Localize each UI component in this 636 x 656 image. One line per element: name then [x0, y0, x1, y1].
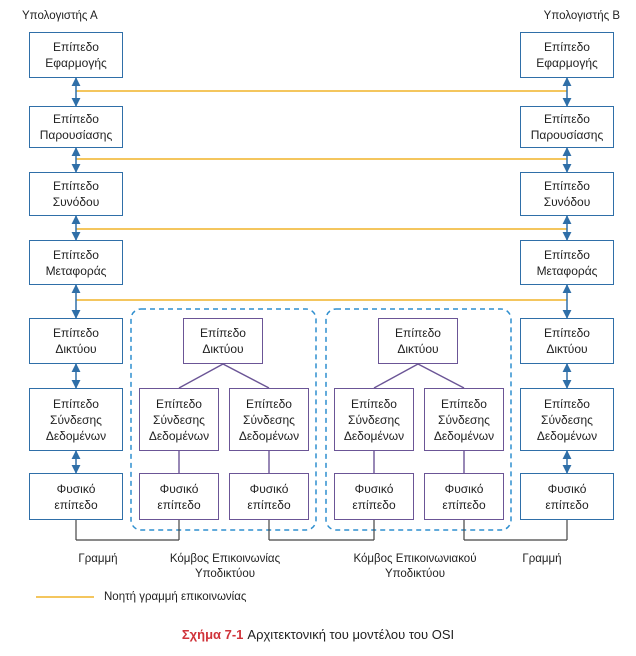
node1-physical-left: Φυσικό επίπεδο	[139, 473, 219, 520]
node-container-right	[325, 308, 512, 531]
host-a-network-layer: Επίπεδο Δικτύου	[29, 318, 123, 364]
host-a-application-layer: Επίπεδο Εφαρμογής	[29, 32, 123, 78]
node2-datalink-left: Επίπεδο Σύνδεσης Δεδομένων	[334, 388, 414, 451]
figure-number: Σχήμα 7-1	[181, 627, 244, 642]
node2-label: Κόμβος Επικοινωνιακού Υποδικτύου	[353, 553, 477, 580]
host-b-session-layer: Επίπεδο Συνόδου	[520, 172, 614, 216]
caption-text: Αρχιτεκτονική του μοντέλου του OSI	[247, 627, 455, 642]
host-b-presentation-layer: Επίπεδο Παρουσίασης	[520, 106, 614, 148]
node2-physical-left: Φυσικό επίπεδο	[334, 473, 414, 520]
node-container-left	[130, 308, 317, 531]
line-label-right: Γραμμή	[522, 553, 562, 565]
line-label-left: Γραμμή	[78, 553, 118, 565]
host-b-physical-layer: Φυσικό επίπεδο	[520, 473, 614, 520]
node1-label: Κόμβος Επικοινωνίας Υποδικτύου	[169, 553, 281, 580]
host-a-session-layer: Επίπεδο Συνόδου	[29, 172, 123, 216]
node2-datalink-right: Επίπεδο Σύνδεσης Δεδομένων	[424, 388, 504, 451]
host-b-application-layer: Επίπεδο Εφαρμογής	[520, 32, 614, 78]
host-b-title: Υπολογιστής Β	[543, 10, 620, 22]
host-a-transport-layer: Επίπεδο Μεταφοράς	[29, 240, 123, 285]
host-b-datalink-layer: Επίπεδο Σύνδεσης Δεδομένων	[520, 388, 614, 451]
node1-network-layer: Επίπεδο Δικτύου	[183, 318, 263, 364]
node2-physical-right: Φυσικό επίπεδο	[424, 473, 504, 520]
host-a-datalink-layer: Επίπεδο Σύνδεσης Δεδομένων	[29, 388, 123, 451]
host-a-presentation-layer: Επίπεδο Παρουσίασης	[29, 106, 123, 148]
host-a-title: Υπολογιστής Α	[22, 10, 98, 22]
node1-physical-right: Φυσικό επίπεδο	[229, 473, 309, 520]
host-b-transport-layer: Επίπεδο Μεταφοράς	[520, 240, 614, 285]
virtual-lines	[36, 90, 567, 598]
host-b-network-layer: Επίπεδο Δικτύου	[520, 318, 614, 364]
legend-text: Νοητή γραμμή επικοινωνίας	[104, 591, 247, 603]
host-a-physical-layer: Φυσικό επίπεδο	[29, 473, 123, 520]
node1-datalink-left: Επίπεδο Σύνδεσης Δεδομένων	[139, 388, 219, 451]
node1-datalink-right: Επίπεδο Σύνδεσης Δεδομένων	[229, 388, 309, 451]
node2-network-layer: Επίπεδο Δικτύου	[378, 318, 458, 364]
